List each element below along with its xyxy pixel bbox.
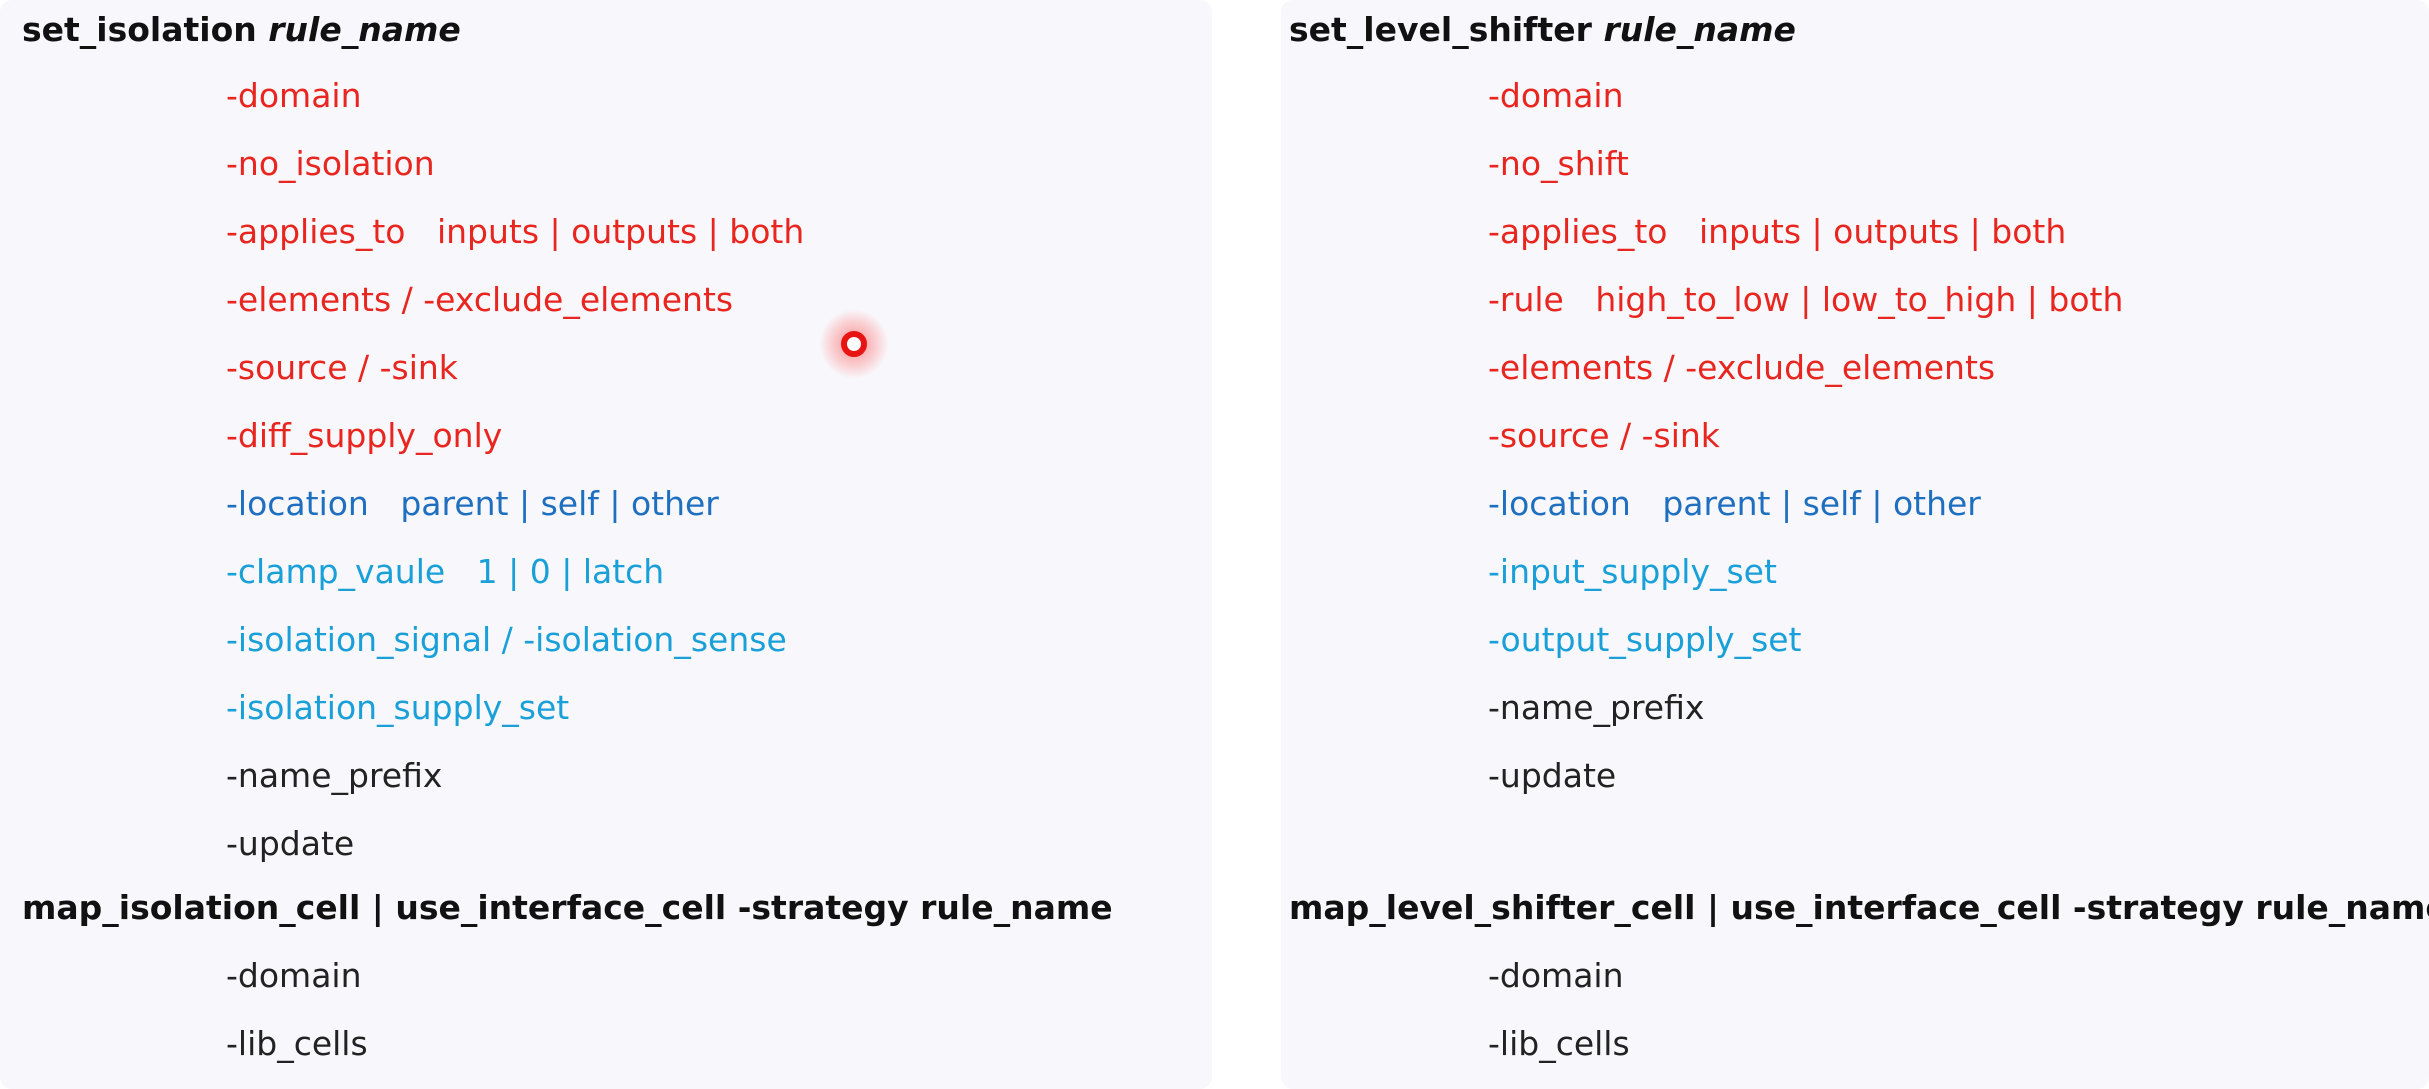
- option-name-prefix: -name_prefix: [1488, 688, 1705, 727]
- option-applies-to: -applies_to inputs | outputs | both: [226, 212, 805, 251]
- option-elements: -elements / -exclude_elements: [226, 280, 734, 319]
- option-domain: -domain: [1488, 76, 1624, 115]
- set-isolation-header: set_isolation rule_name: [22, 10, 461, 49]
- option-source-sink: -source / -sink: [226, 348, 458, 387]
- option-elements: -elements / -exclude_elements: [1488, 348, 1996, 387]
- map-option-lib-cells: -lib_cells: [1488, 1024, 1630, 1063]
- option-source-sink: -source / -sink: [1488, 416, 1720, 455]
- option-output-supply-set: -output_supply_set: [1488, 620, 1802, 659]
- option-domain: -domain: [226, 76, 362, 115]
- map-level-shifter-cell-header: map_level_shifter_cell | use_interface_c…: [1289, 888, 2429, 927]
- option-rule: -rule high_to_low | low_to_high | both: [1488, 280, 2124, 319]
- map-option-domain: -domain: [226, 956, 362, 995]
- option-clamp-value: -clamp_vaule 1 | 0 | latch: [226, 552, 665, 591]
- option-location: -location parent | self | other: [226, 484, 719, 523]
- option-applies-to: -applies_to inputs | outputs | both: [1488, 212, 2067, 251]
- map-isolation-cell-header: map_isolation_cell | use_interface_cell …: [22, 888, 1113, 927]
- option-input-supply-set: -input_supply_set: [1488, 552, 1777, 591]
- option-update: -update: [226, 824, 355, 863]
- left-panel: set_isolation rule_name -domain -no_isol…: [0, 0, 1212, 1089]
- option-isolation-signal: -isolation_signal / -isolation_sense: [226, 620, 787, 659]
- option-location: -location parent | self | other: [1488, 484, 1981, 523]
- set-level-shifter-header: set_level_shifter rule_name: [1289, 10, 1796, 49]
- option-no-shift: -no_shift: [1488, 144, 1629, 183]
- option-update: -update: [1488, 756, 1617, 795]
- map-option-lib-cells: -lib_cells: [226, 1024, 368, 1063]
- map-option-domain: -domain: [1488, 956, 1624, 995]
- option-no-isolation: -no_isolation: [226, 144, 435, 183]
- option-name-prefix: -name_prefix: [226, 756, 443, 795]
- option-diff-supply-only: -diff_supply_only: [226, 416, 503, 455]
- right-panel: set_level_shifter rule_name -domain -no_…: [1281, 0, 2429, 1089]
- pointer-cursor-icon: [819, 309, 889, 379]
- option-isolation-supply-set: -isolation_supply_set: [226, 688, 570, 727]
